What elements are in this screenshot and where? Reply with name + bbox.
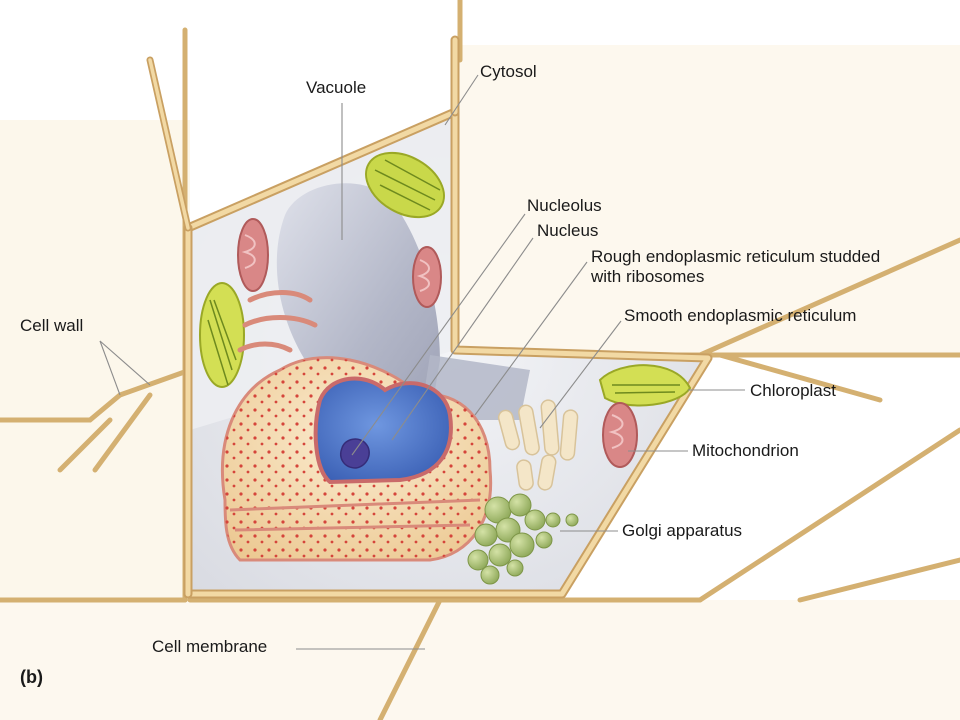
smooth-er xyxy=(497,399,579,491)
label-chloroplast: Chloroplast xyxy=(750,381,836,400)
leader-rough-er xyxy=(474,261,588,416)
label-rough-er: Rough endoplasmic reticulum studded with… xyxy=(591,247,881,286)
leader-cell-wall-b xyxy=(99,340,151,386)
chloroplast-top xyxy=(365,151,445,219)
rough-er-arcs xyxy=(237,290,318,353)
nucleus xyxy=(313,376,453,485)
nucleolus xyxy=(340,438,370,469)
neighbor-cell-left xyxy=(0,120,190,600)
leader-nucleolus xyxy=(351,213,526,456)
golgi-apparatus xyxy=(467,493,579,585)
mitochondrion-left xyxy=(237,218,269,292)
label-cell-wall: Cell wall xyxy=(20,316,84,335)
label-mitochondrion: Mitochondrion xyxy=(692,441,799,460)
panel-label: (b) xyxy=(20,667,43,687)
leader-cytosol xyxy=(444,74,479,126)
mitochondrion-right xyxy=(602,402,638,468)
cell-wall-frame xyxy=(146,35,713,599)
label-smooth-er: Smooth endoplasmic reticulum xyxy=(624,306,857,325)
leader-cell-wall-a xyxy=(99,340,121,396)
label-cell-membrane: Cell membrane xyxy=(152,637,268,656)
neighbor-cell-top xyxy=(450,45,960,355)
label-cytosol: Cytosol xyxy=(480,62,537,81)
label-nucleus: Nucleus xyxy=(537,221,599,240)
label-golgi-apparatus: Golgi apparatus xyxy=(622,521,743,540)
neighbor-cell-bottom xyxy=(0,600,960,720)
leader-lines xyxy=(99,74,745,650)
rough-er-layers xyxy=(229,498,481,532)
chloroplast-left xyxy=(199,282,245,388)
mitochondrion-mid xyxy=(412,246,442,308)
label-nucleolus: Nucleolus xyxy=(527,196,602,215)
label-vacuole: Vacuole xyxy=(306,78,367,97)
leader-nucleus xyxy=(391,237,534,441)
leader-smooth-er xyxy=(539,320,622,429)
